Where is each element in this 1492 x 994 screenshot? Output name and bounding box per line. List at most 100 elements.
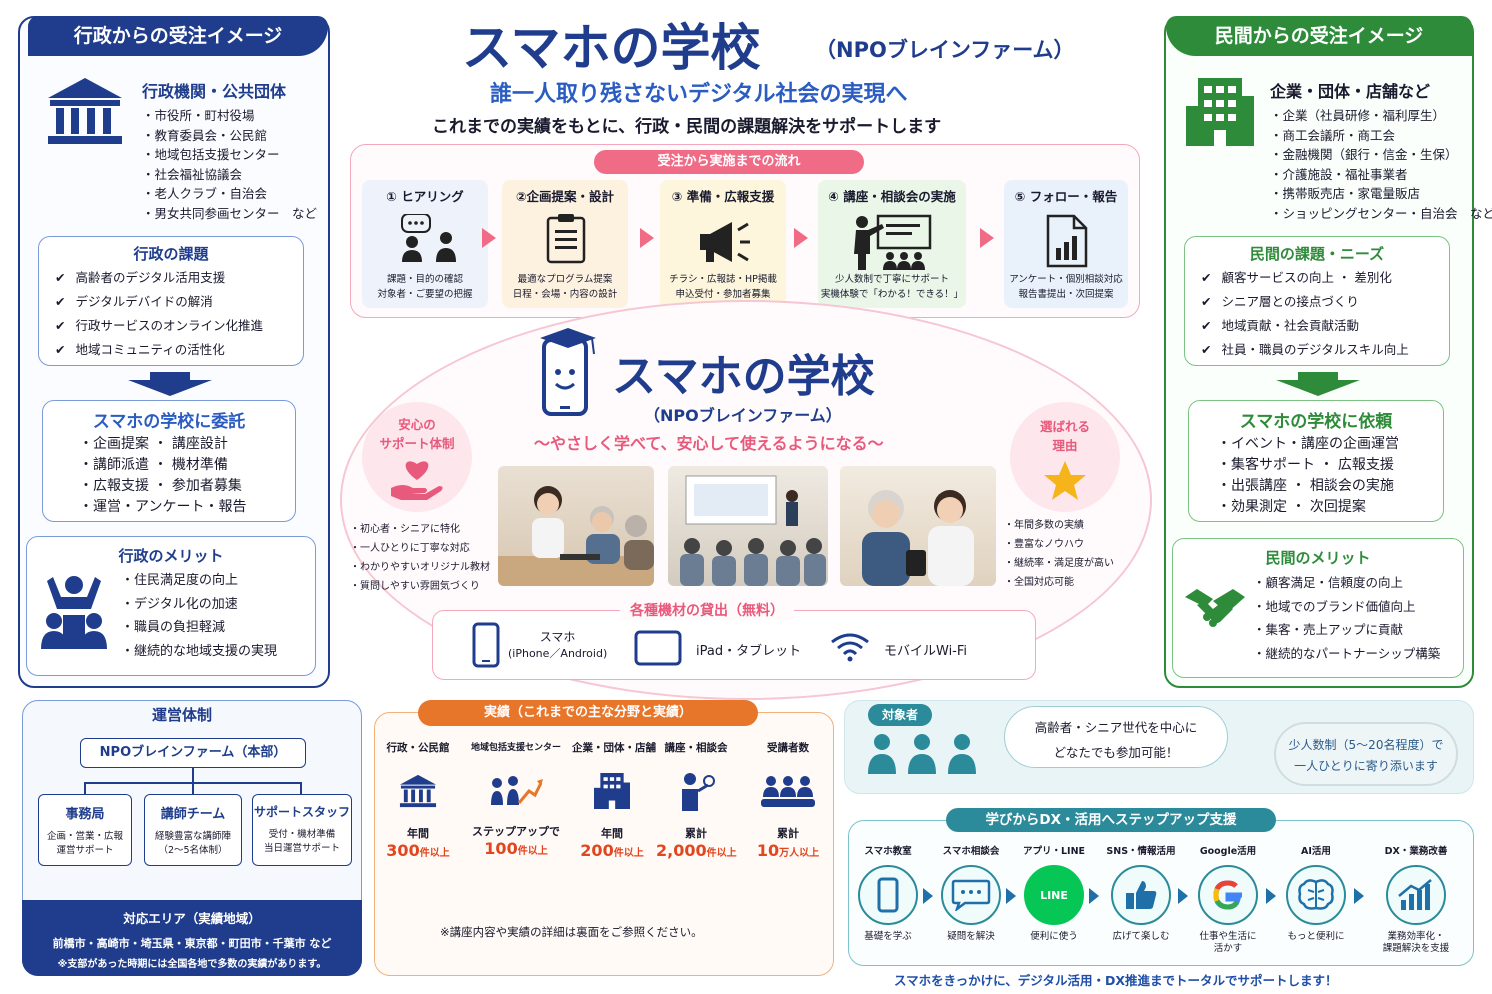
handshake-icon <box>1183 583 1247 635</box>
dx-foot: もっと便利に <box>1287 931 1345 942</box>
step-desc: 少人数制で丁寧にサポート <box>834 274 949 285</box>
lend-phone-sub: (iPhone／Android) <box>508 647 608 660</box>
list-item: 一人ひとりに丁寧な対応 <box>350 539 490 558</box>
step-desc: 申込受付・参加者募集 <box>675 289 771 300</box>
dx-footer: スマホをきっかけに、デジタル活用・DX推進までトータルでサポートします！ <box>894 973 1338 988</box>
gov-org-list: ・市役所・町村役場 ・教育委員会・公民館 ・地域包括支援センター ・社会福祉協議… <box>142 106 317 223</box>
target-title: 対象者 <box>868 704 932 726</box>
list-item: 地域コミュニティの活性化 <box>55 338 303 362</box>
main-org: （NPOブレインファーム） <box>815 38 1075 62</box>
list-item: ・継続的なパートナーシップ構築 <box>1253 645 1441 661</box>
gov-merit-box: 行政のメリット ・住民満足度の向上 ・デジタル化の加速 ・職員の負担軽減 ・継続… <box>26 536 316 676</box>
list-item: ・男女共同参画センター など <box>142 205 318 221</box>
heart-hand-icon <box>391 461 443 500</box>
unit-desc: 当日運営サポート <box>263 843 340 854</box>
photo-one-on-one <box>840 466 996 586</box>
thumbs-up-icon <box>1126 881 1157 909</box>
star-icon <box>1044 461 1086 500</box>
list-item: 高齢者のデジタル活用支援 <box>55 266 303 290</box>
support-circle: 安心の サポート体制 <box>362 402 472 512</box>
list-item: 初心者・シニアに特化 <box>350 520 490 539</box>
priv-org-list: ・企業（社員研修・福利厚生） ・商工会議所・商工会 ・金融機関（銀行・信金・生保… <box>1270 106 1492 223</box>
unit-name: 事務局 <box>65 807 105 822</box>
result-col-business: 企業・団体・店舗 年間 200件以上 <box>572 740 656 860</box>
result-col-lectures: 講座・相談会 累計 2,000件以上 <box>656 740 737 860</box>
list-item: ・広報支援 ・ 参加者募集 <box>79 478 242 494</box>
dx-arrow-icon <box>1089 888 1099 904</box>
smartphone-icon <box>472 622 500 672</box>
dx-arrow-icon <box>923 888 933 904</box>
gov-panel-title: 行政からの受注イメージ <box>28 16 328 56</box>
reason-list: 年間多数の実績 豊富なノウハウ 継続率・満足度が高い 全国対応可能 <box>1004 516 1114 592</box>
org-connector <box>192 782 194 794</box>
gov-merit-list: ・住民満足度の向上 ・デジタル化の加速 ・職員の負担軽減 ・継続的な地域支援の実… <box>121 569 277 663</box>
center-catch: ～やさしく学べて、安心して使えるようになる～ <box>534 434 884 453</box>
priv-merit-title: 民間のメリット <box>1265 549 1371 567</box>
ops-area-box: 対応エリア（実績地域） 前橋市・高崎市・埼玉県・東京都・町田市・千葉市 など ※… <box>22 900 362 976</box>
step-title: ⑤ フォロー・報告 <box>1014 189 1118 204</box>
list-item: ・介護施設・福祉事業者 <box>1270 166 1408 182</box>
dx-head: AI活用 <box>1301 846 1331 857</box>
area-title: 対応エリア（実績地域） <box>123 911 261 926</box>
clipboard-icon <box>546 214 586 264</box>
dx-arrow-icon <box>1178 888 1188 904</box>
lend-phone: スマホ (iPhone／Android) <box>508 628 607 661</box>
dx-foot: 仕事や生活に <box>1199 931 1257 942</box>
bubble-line: 高齢者・シニア世代を中心に <box>1034 720 1198 735</box>
flow-arrow-icon <box>640 228 654 248</box>
result-label: 年間 <box>601 827 623 840</box>
chat-bubble-icon <box>951 879 991 911</box>
down-arrow-icon <box>128 372 212 400</box>
dx-step-consult: スマホ相談会 疑問を解決 <box>937 843 1005 943</box>
priv-request-title: スマホの学校に依頼 <box>1239 412 1393 432</box>
org-connector <box>192 768 194 782</box>
main-title: スマホの学校 <box>462 19 761 77</box>
dx-arrow-icon <box>1354 888 1364 904</box>
side-line: 一人ひとりに寄り添います <box>1294 759 1438 773</box>
google-logo-icon <box>1213 880 1242 910</box>
result-col-gov: 行政・公民館 年間 300件以上 <box>378 740 458 860</box>
megaphone-icon <box>700 222 750 262</box>
org-connector <box>84 782 86 794</box>
dx-step-google: Google活用 仕事や生活に 活かす <box>1190 843 1266 955</box>
list-item: シニア層との接点づくり <box>1201 290 1449 314</box>
flow-step-follow: ⑤ フォロー・報告 アンケート・個別相談対応報告書提出・次回提案 <box>1004 180 1128 308</box>
smartphone-mascot-icon <box>538 326 600 422</box>
result-value: 300件以上 <box>378 841 458 860</box>
result-label: ステップアップで <box>472 825 560 838</box>
dx-head: DX・業務改善 <box>1384 846 1448 857</box>
dx-step-circle <box>1111 865 1171 925</box>
dx-foot: 課題解決を支援 <box>1382 943 1450 954</box>
subtitle: これまでの実績をもとに、行政・民間の課題解決をサポートします <box>432 117 942 137</box>
dx-step-class: スマホ教室 基礎を学ぶ <box>854 843 922 943</box>
flow-arrow-icon <box>794 228 808 248</box>
step-desc: アンケート・個別相談対応 <box>1009 274 1123 285</box>
step-desc: 報告書提出・次回提案 <box>1018 289 1114 300</box>
unit-name: サポートスタッフ <box>253 805 350 819</box>
result-head: 受講者数 <box>767 742 809 754</box>
bubble-line: どなたでも参加可能！ <box>1053 745 1179 760</box>
list-item: ・地域でのブランド価値向上 <box>1253 598 1416 614</box>
dx-step-line: アプリ・LINE LINE 便利に使う <box>1020 843 1088 943</box>
step-title: ① ヒアリング <box>386 189 464 204</box>
dx-foot: 基礎を学ぶ <box>864 931 912 942</box>
step-desc: 最適なプログラム提案 <box>517 274 613 285</box>
dx-step-sns: SNS・情報活用 広げて楽しむ <box>1103 843 1179 943</box>
result-unit: 万人以上 <box>779 848 820 859</box>
dx-step-circle <box>1286 865 1346 925</box>
list-item: ・継続的な地域支援の実現 <box>121 643 278 659</box>
ops-hq: NPOブレインファーム（本部） <box>80 738 306 768</box>
dx-arrow-icon <box>1266 888 1276 904</box>
result-label: 累計 <box>777 827 799 840</box>
step-up-people-icon <box>491 776 543 805</box>
dx-head: スマホ教室 <box>864 846 912 857</box>
list-item: 豊富なノウハウ <box>1004 535 1114 554</box>
ops-unit-office: 事務局 企画・営業・広報 運営サポート <box>38 794 132 866</box>
dx-step-circle: LINE <box>1024 865 1084 925</box>
list-item: わかりやすいオリジナル教材 <box>350 558 490 577</box>
wifi-icon <box>830 632 870 666</box>
priv-issues-box: 民間の課題・ニーズ 顧客サービスの向上 ・ 差別化 シニア層との接点づくり 地域… <box>1184 236 1450 366</box>
list-item: ・商工会議所・商工会 <box>1270 127 1396 143</box>
lend-title: 各種機材の貸出（無料） <box>620 600 794 620</box>
step-desc: 実機体験で「わかる！できる！」 <box>820 289 964 300</box>
